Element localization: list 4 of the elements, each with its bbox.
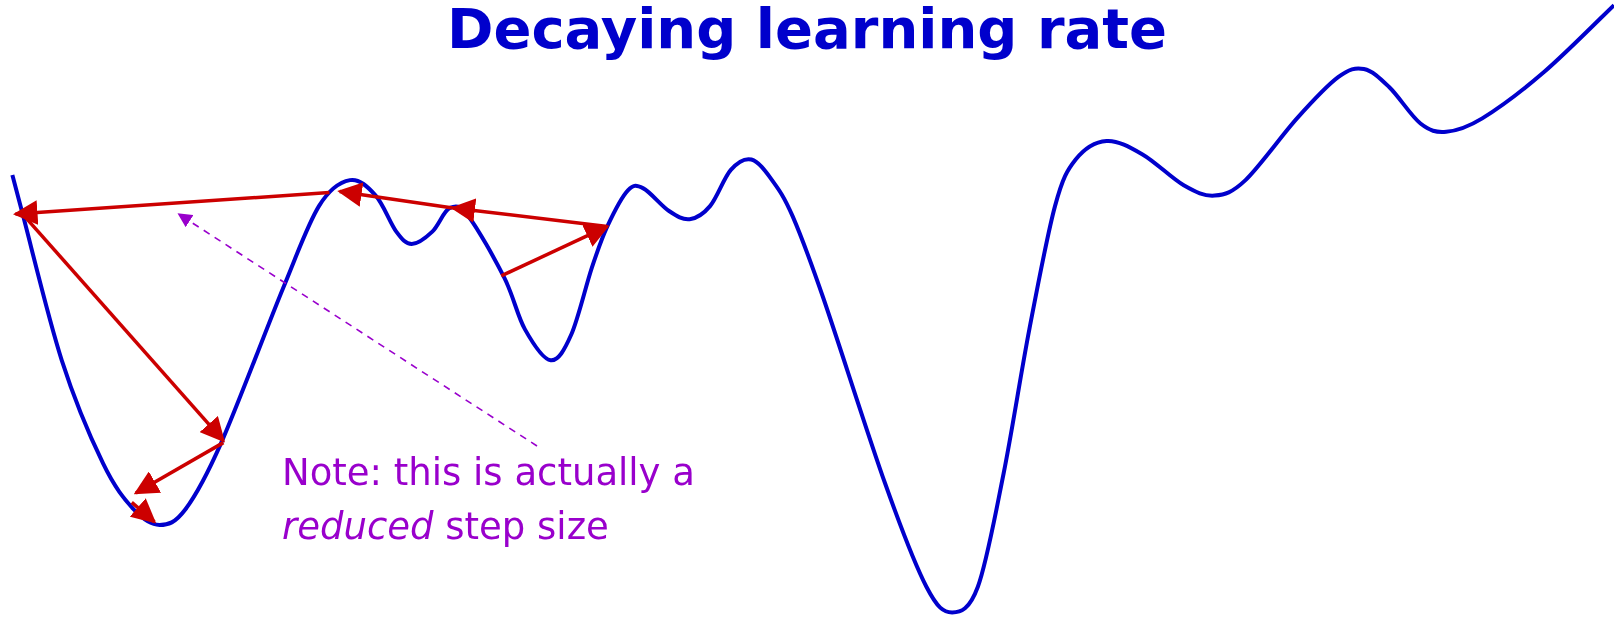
step-arrow bbox=[13, 190, 330, 225]
title: Decaying learning rate bbox=[445, 0, 1169, 61]
note-text: Note: this is actually a reduced step size bbox=[282, 446, 802, 554]
leader-line bbox=[177, 213, 538, 447]
